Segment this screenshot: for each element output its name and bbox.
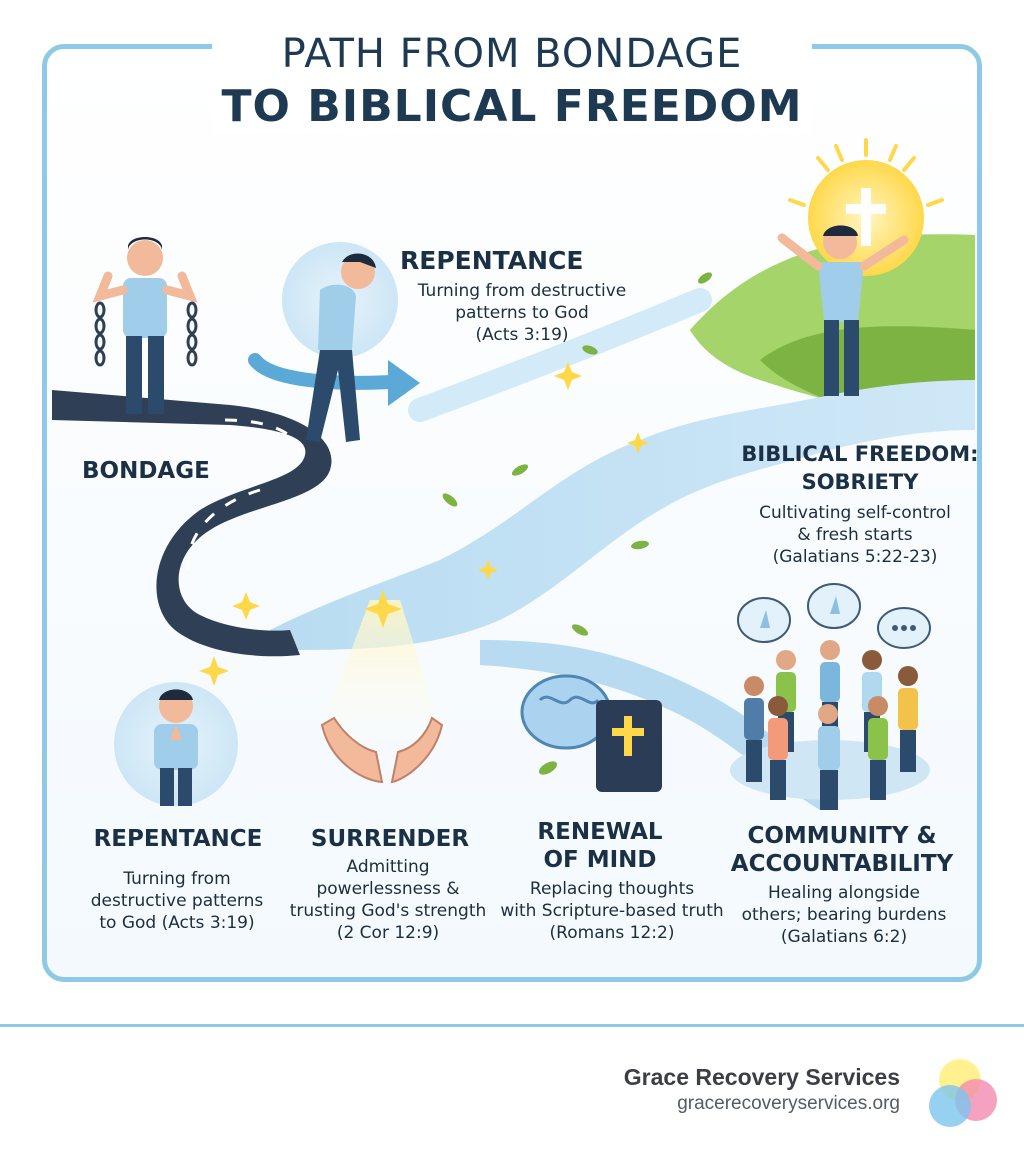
repentance-top-desc-line3: (Acts 3:19) [475, 325, 569, 345]
step-surrender-desc-line3: trusting God's strength [289, 901, 487, 921]
freedom-label-line1: BIBLICAL FREEDOM: [741, 442, 979, 466]
footer-divider [0, 1024, 1024, 1027]
step-repentance-label: REPENTANCE [76, 825, 280, 853]
step-surrender-desc: Admitting powerlessness & trusting God's… [282, 856, 494, 944]
step-renewal-label: RENEWAL OF MIND [510, 818, 690, 874]
repentant-walker-icon [282, 242, 398, 442]
step-repentance-desc-line1: Turning from [123, 869, 231, 889]
freedom-label: BIBLICAL FREEDOM: SOBRIETY [720, 440, 1000, 496]
step-renewal-desc: Replacing thoughts with Scripture-based … [500, 878, 724, 944]
org-url[interactable]: gracerecoveryservices.org [677, 1093, 900, 1114]
step-community-desc: Healing alongside others; bearing burden… [726, 882, 962, 948]
step-community-label: COMMUNITY & ACCOUNTABILITY [722, 822, 962, 878]
step-repentance-desc-line2: destructive patterns [90, 891, 264, 911]
step-surrender-label: SURRENDER [292, 825, 488, 853]
org-name: Grace Recovery Services [623, 1064, 900, 1090]
step-repentance-label-line1: REPENTANCE [93, 826, 263, 852]
open-hands-icon [310, 590, 450, 784]
org-credit: Grace Recovery Services gracerecoveryser… [624, 1064, 900, 1115]
step-surrender-desc-line1: Admitting [346, 857, 430, 877]
leaves-decoration [442, 272, 712, 636]
praying-person-icon [114, 682, 238, 806]
person-in-chains-icon [92, 237, 198, 414]
path-illustration [52, 138, 975, 810]
bondage-label: BONDAGE [82, 458, 210, 484]
step-renewal-label-line1: RENEWAL [537, 819, 663, 845]
free-person-icon [777, 225, 909, 396]
step-repentance-desc: Turning from destructive patterns to God… [70, 868, 284, 934]
step-surrender-desc-line2: powerlessness & [316, 879, 460, 899]
freedom-desc-line3: (Galatians 5:22-23) [772, 547, 938, 567]
praying-hands-bubble-icon [737, 583, 861, 643]
step-renewal-desc-line2: with Scripture-based truth [500, 901, 724, 921]
freedom-label-line2: SOBRIETY [801, 470, 919, 494]
sparkle-icons [199, 362, 649, 686]
community-group-icon [730, 583, 931, 810]
repentance-top-desc-line2: patterns to God [455, 303, 589, 323]
brain-and-bible-icon [520, 674, 662, 792]
step-community-desc-line1: Healing alongside [767, 883, 920, 903]
step-renewal-desc-line3: (Romans 12:2) [549, 923, 675, 943]
step-community-desc-line3: (Galatians 6:2) [780, 927, 908, 947]
step-repentance-desc-line3: to God (Acts 3:19) [99, 913, 255, 933]
step-renewal-desc-line1: Replacing thoughts [529, 879, 695, 899]
title-line-1: PATH FROM BONDAGE [281, 31, 743, 77]
freedom-desc-line2: & fresh starts [797, 525, 913, 545]
chat-ellipsis-bubble-icon [877, 607, 931, 649]
repentance-top-label: REPENTANCE [400, 246, 584, 275]
step-community-label-line1: COMMUNITY & [747, 823, 937, 849]
page-title: PATH FROM BONDAGE TO BIBLICAL FREEDOM [212, 28, 812, 134]
step-community-desc-line2: others; bearing burdens [741, 905, 947, 925]
freedom-desc: Cultivating self-control & fresh starts … [730, 502, 980, 568]
repentance-top-desc-line1: Turning from destructive [417, 281, 627, 301]
arrow-right-icon [248, 353, 420, 406]
org-logo-icon [929, 1059, 997, 1127]
title-line-2: TO BIBLICAL FREEDOM [221, 81, 803, 132]
step-renewal-label-line2: OF MIND [543, 847, 657, 873]
step-community-label-line2: ACCOUNTABILITY [730, 851, 954, 877]
freedom-desc-line1: Cultivating self-control [759, 503, 951, 523]
repentance-top-desc: Turning from destructive patterns to God… [400, 280, 644, 346]
step-surrender-label-line1: SURRENDER [310, 826, 470, 852]
bondage-road [52, 390, 332, 657]
step-surrender-desc-line4: (2 Cor 12:9) [336, 923, 440, 943]
